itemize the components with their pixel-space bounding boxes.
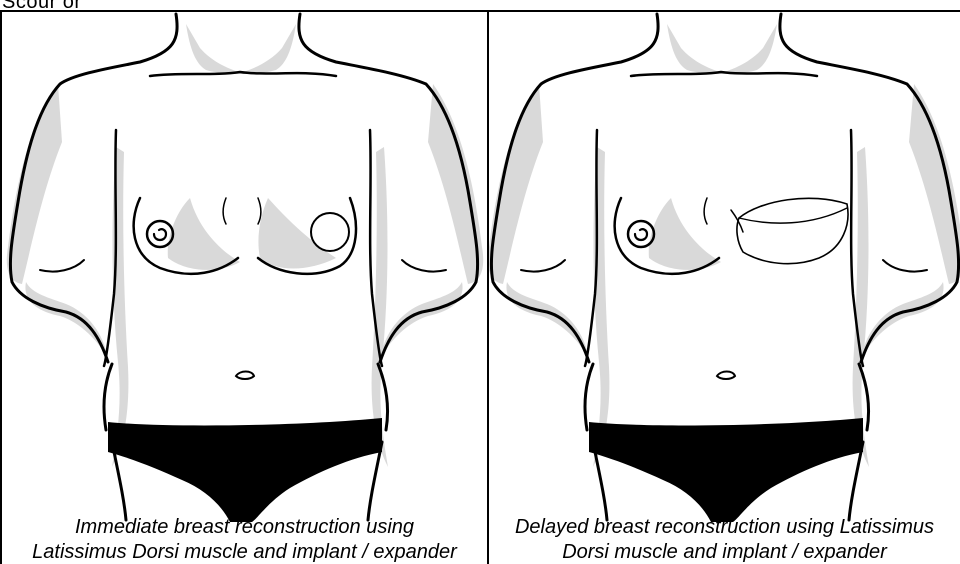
delayed-reconstruction-caption: Delayed breast reconstruction using Lati…	[489, 515, 960, 564]
immediate-reconstruction-figure	[2, 12, 487, 522]
caption-line-2: Latissimus Dorsi muscle and implant / ex…	[2, 540, 487, 564]
caption-line-1: Immediate breast reconstruction using	[2, 515, 487, 540]
left-illustration-panel: Immediate breast reconstruction using La…	[0, 10, 488, 564]
caption-line-1: Delayed breast reconstruction using Lati…	[489, 515, 960, 540]
right-illustration-panel: Delayed breast reconstruction using Lati…	[488, 10, 960, 564]
caption-line-2: Dorsi muscle and implant / expander	[489, 540, 960, 564]
delayed-reconstruction-figure	[489, 12, 960, 522]
immediate-reconstruction-caption: Immediate breast reconstruction using La…	[2, 515, 487, 564]
